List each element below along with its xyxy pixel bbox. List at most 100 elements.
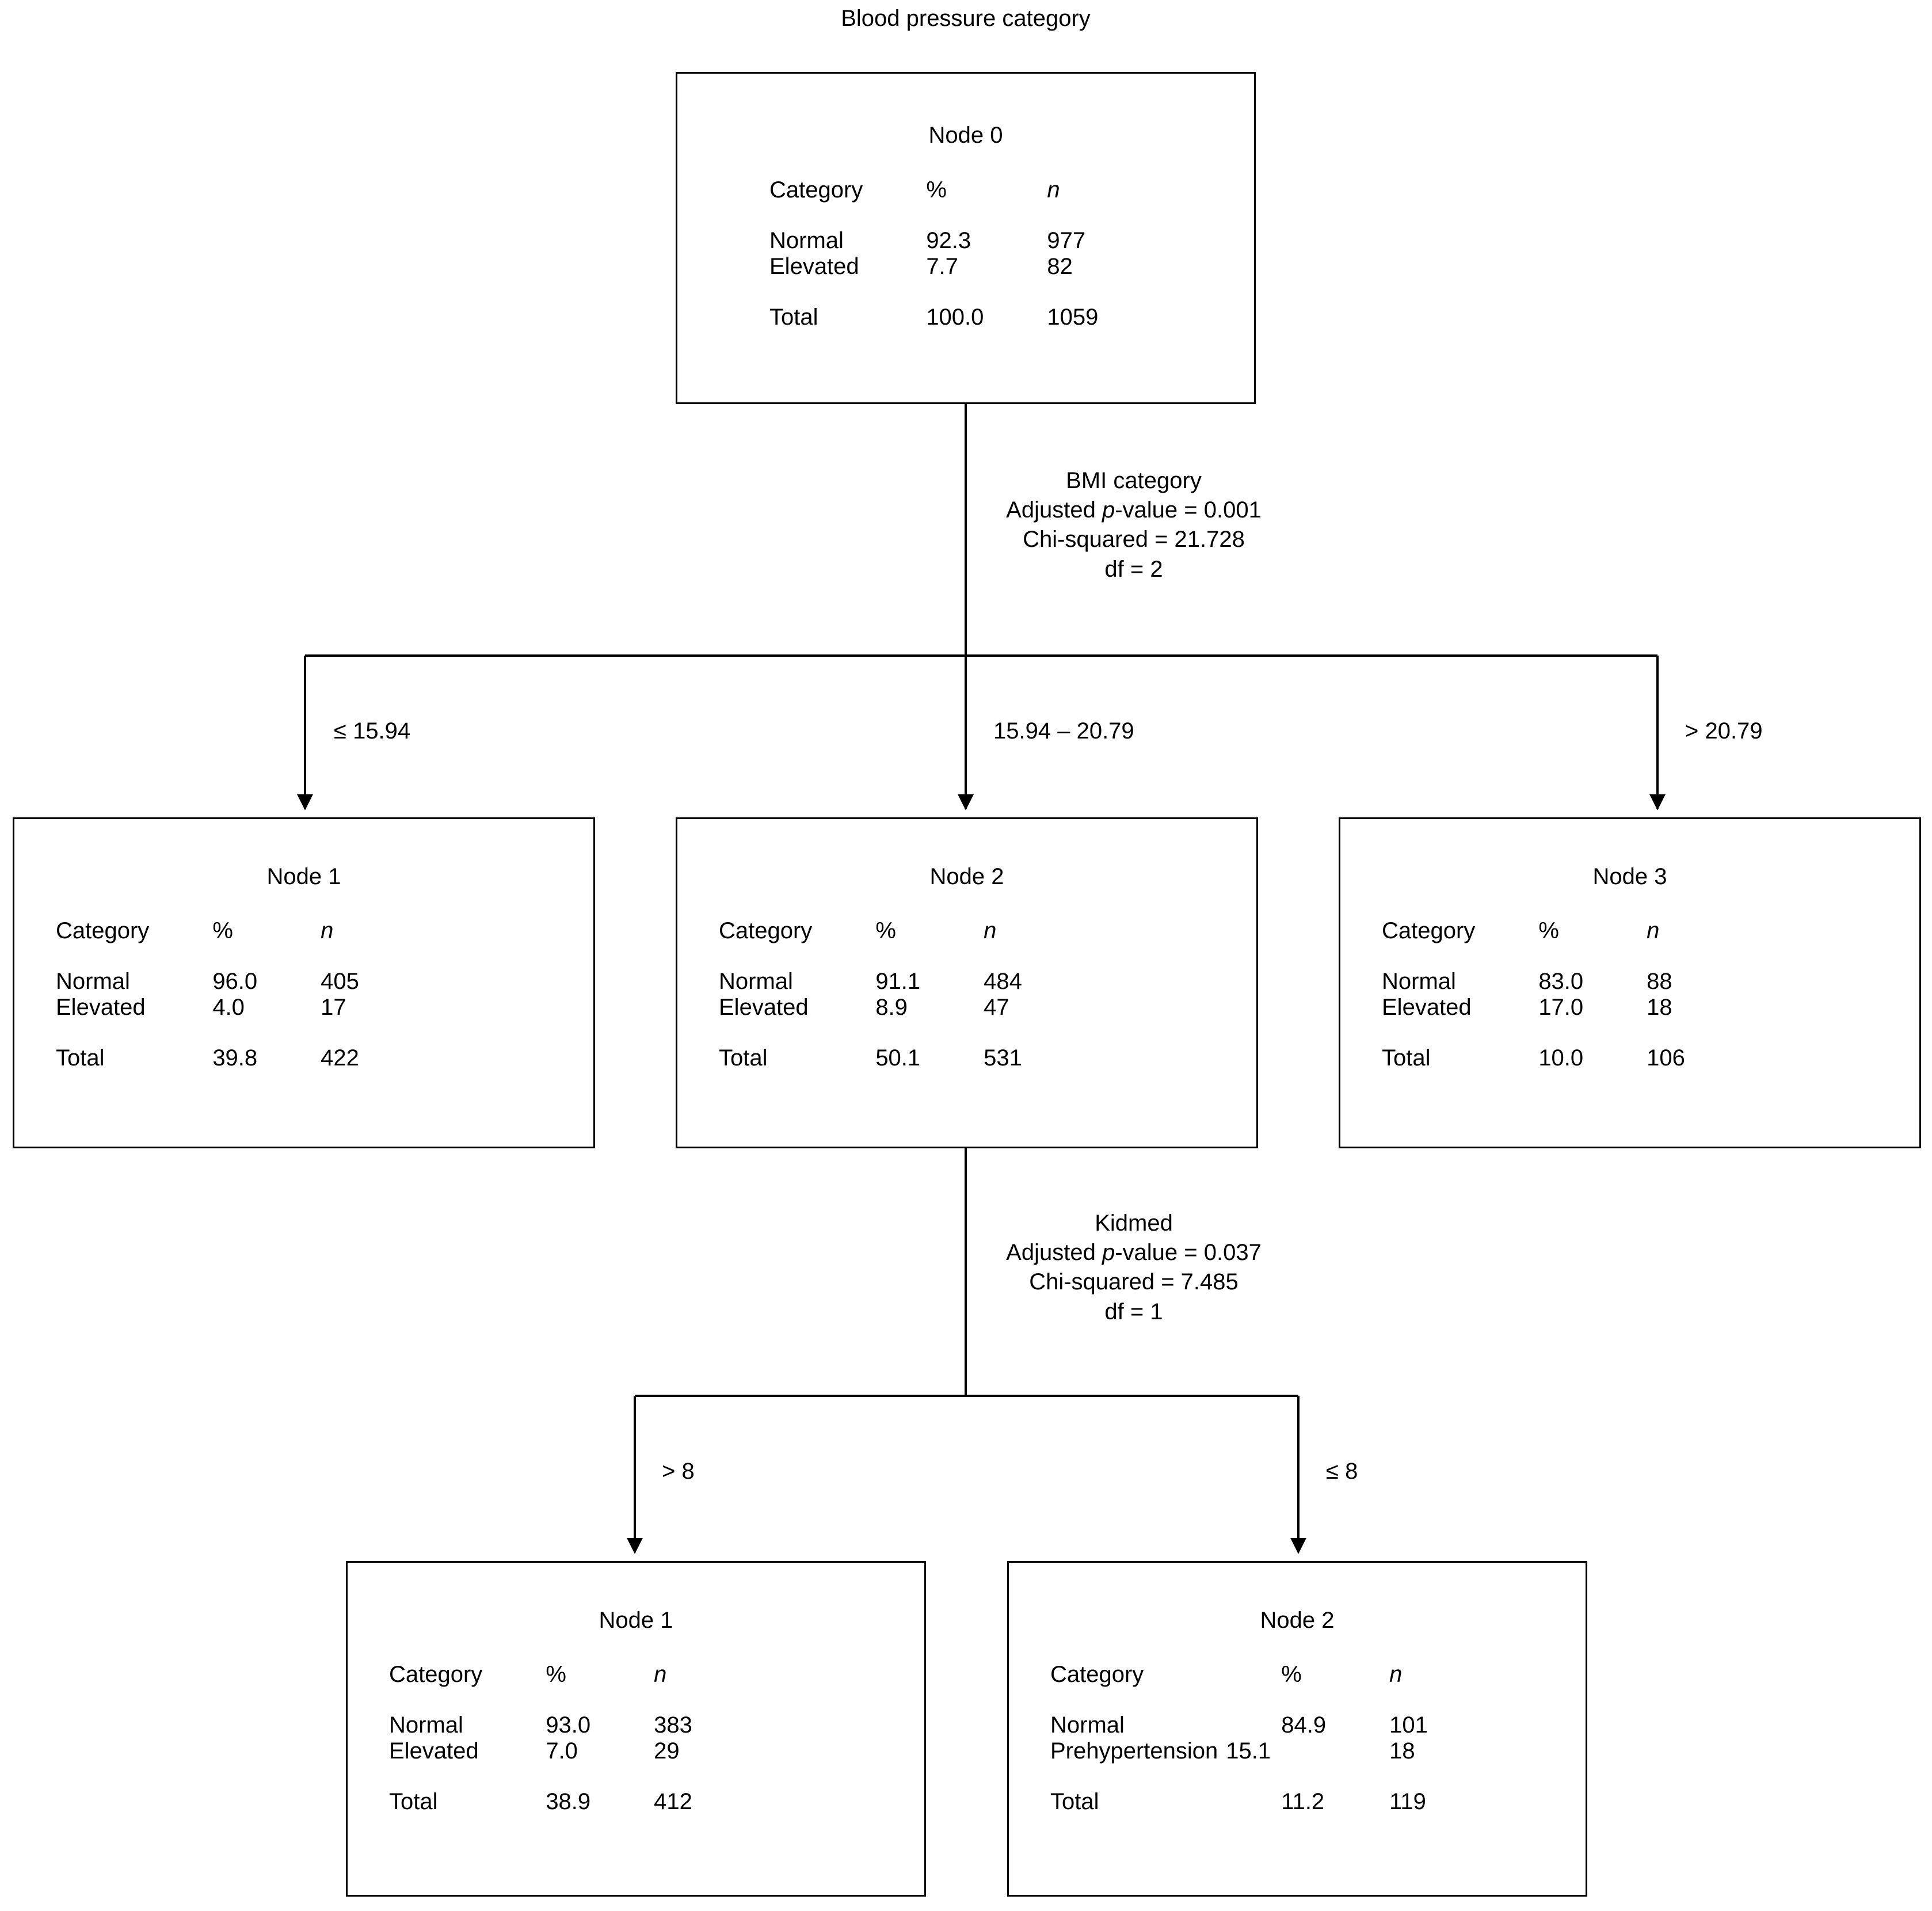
split-p-value: Adjusted p-value = 0.037 [1006,1240,1262,1266]
table-row: Normal 83.0 88 [1382,969,1685,995]
table-total-row: Total 39.8 422 [56,1045,359,1072]
table-header-row: Category % n [1050,1662,1428,1688]
table-row: Elevated 17.0 18 [1382,995,1685,1021]
total-label: Total [1050,1788,1099,1814]
node-title: Node 1 [599,1608,673,1633]
row-percent: 84.9 [1281,1712,1327,1738]
row-n: 977 [1047,227,1086,253]
node-box-node1[interactable]: Node 1 Category % n Normal 96.0 405 Elev… [13,817,595,1148]
node-box-node1b[interactable]: Node 1 Category % n Normal 93.0 383 Elev… [346,1561,926,1897]
row-category: Elevated [1382,995,1472,1021]
row-category: Normal [719,968,793,994]
table-spacer [389,1765,692,1789]
row-n: 18 [1389,1738,1415,1764]
split-variable: Kidmed [1095,1210,1173,1236]
table-row: Elevated 4.0 17 [56,995,359,1021]
column-header-category: Category [1050,1662,1144,1687]
total-percent: 100.0 [926,304,984,330]
row-percent: 83.0 [1538,968,1584,994]
column-header-n: n [1647,918,1660,943]
total-n: 1059 [1047,304,1099,330]
row-category: Prehypertension [1050,1738,1218,1764]
table-header-row: Category % n [769,177,1098,204]
table-row: Normal 91.1 484 [719,969,1022,995]
row-percent: 4.0 [212,995,245,1021]
table-row: Elevated 8.9 47 [719,995,1022,1021]
table-header-row: Category % n [389,1662,692,1688]
branch-label-2: > 20.79 [1685,718,1763,744]
split-df: df = 2 [1104,556,1163,582]
row-percent: 93.0 [546,1712,591,1738]
column-header-percent: % [212,918,233,943]
row-percent: 96.0 [212,968,258,994]
column-header-percent: % [926,177,947,203]
page-title: Blood pressure category [841,6,1091,31]
node-stats-table: Category % n Normal 92.3 977 Elevated 7.… [769,177,1098,330]
table-spacer [719,1021,1022,1045]
column-header-category: Category [769,177,863,203]
table-spacer [769,280,1098,304]
node-box-node0[interactable]: Node 0 Category % n Normal 92.3 977 Elev… [676,72,1256,404]
table-header-row: Category % n [56,918,359,945]
split-chi-squared: Chi-squared = 21.728 [1023,527,1245,553]
row-percent: 7.0 [546,1738,578,1764]
split-chi-squared: Chi-squared = 7.485 [1029,1269,1239,1295]
node-title: Node 3 [1592,864,1667,889]
row-category: Normal [769,227,844,253]
row-category: Elevated [389,1738,479,1764]
column-header-n: n [984,918,997,943]
column-header-n: n [654,1662,667,1687]
total-label: Total [1382,1045,1431,1071]
table-spacer [56,1021,359,1045]
column-header-category: Category [1382,918,1476,943]
column-header-percent: % [546,1662,566,1687]
table-spacer [389,1688,692,1712]
node-stats-table: Category % n Normal 93.0 383 Elevated 7.… [389,1662,692,1815]
table-total-row: Total 10.0 106 [1382,1045,1685,1072]
table-row: Normal 93.0 383 [389,1712,692,1739]
column-header-category: Category [56,918,150,943]
total-n: 422 [321,1045,359,1071]
row-n: 88 [1647,968,1672,994]
total-percent: 11.2 [1281,1788,1325,1814]
total-label: Total [769,304,818,330]
row-n: 47 [984,995,1009,1021]
table-row: Elevated 7.7 82 [769,254,1098,280]
column-header-category: Category [389,1662,483,1687]
table-spacer [1382,1021,1685,1045]
total-percent: 10.0 [1538,1045,1584,1071]
table-total-row: Total 50.1 531 [719,1045,1022,1072]
split-label-kidmed: Kidmed Adjusted p-value = 0.037 Chi-squa… [973,1209,1295,1327]
row-category: Normal [1050,1712,1125,1738]
column-header-category: Category [719,918,813,943]
total-n: 412 [654,1788,692,1814]
column-header-percent: % [1281,1662,1302,1687]
branch-label-4: ≤ 8 [1326,1459,1358,1484]
table-header-row: Category % n [1382,918,1685,945]
row-category: Elevated [769,254,859,280]
table-total-row: Total 11.2 119 [1050,1789,1428,1815]
node-title: Node 2 [1260,1608,1335,1633]
table-row: Normal 92.3 977 [769,228,1098,254]
table-row: Normal 96.0 405 [56,969,359,995]
row-n: 405 [321,968,359,994]
table-spacer [769,204,1098,228]
table-row: Elevated 7.0 29 [389,1738,692,1765]
row-category: Normal [56,968,130,994]
row-category: Elevated [56,995,146,1021]
column-header-n: n [321,918,334,943]
total-label: Total [56,1045,105,1071]
row-n: 383 [654,1712,692,1738]
node-box-node3[interactable]: Node 3 Category % n Normal 83.0 88 Eleva… [1339,817,1921,1148]
node-box-node2[interactable]: Node 2 Category % n Normal 91.1 484 Elev… [676,817,1258,1148]
node-title: Node 1 [266,864,341,889]
node-title: Node 0 [928,123,1003,148]
split-df: df = 1 [1104,1299,1163,1324]
total-percent: 38.9 [546,1788,591,1814]
row-category: Normal [1382,968,1456,994]
split-p-value: Adjusted p-value = 0.001 [1006,497,1262,523]
branch-label-0: ≤ 15.94 [334,718,411,744]
branch-label-3: > 8 [662,1459,695,1484]
node-box-node2b[interactable]: Node 2 Category % n Normal 84.9 101 Preh… [1007,1561,1587,1897]
total-percent: 50.1 [875,1045,921,1071]
